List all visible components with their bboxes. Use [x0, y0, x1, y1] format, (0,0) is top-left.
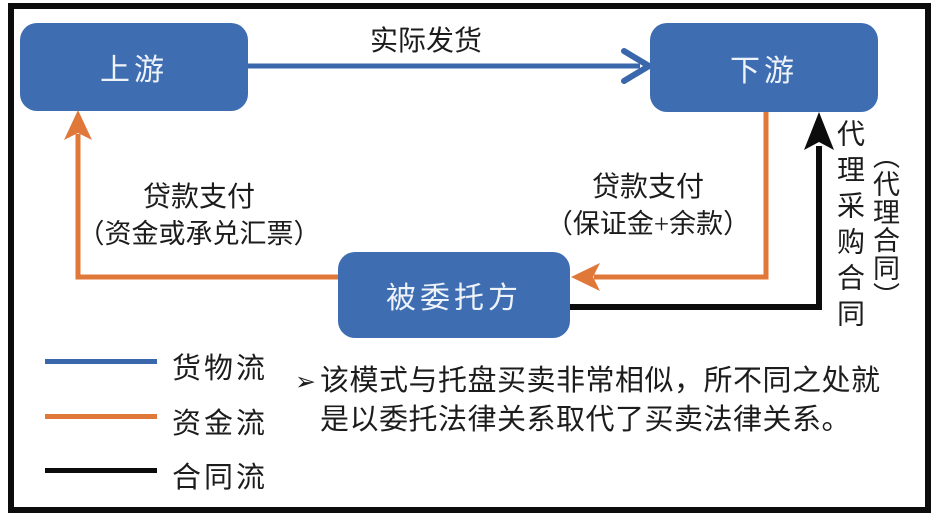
legend-funds-line-icon — [45, 414, 157, 419]
agency-contract-label-main: 代理采购合同 — [833, 119, 864, 335]
contract-flow-arrowhead-icon — [804, 112, 834, 150]
legend-goods-line-icon — [45, 359, 157, 364]
note-line2: 是以委托法律关系取代了买卖法律关系。 — [319, 404, 851, 436]
note-bullet-icon: ➢ — [295, 367, 316, 396]
diagram-frame — [8, 3, 931, 513]
legend-goods-label: 货物流 — [172, 353, 269, 385]
note-line1: 该模式与托盘买卖非常相似，所不同之处就 — [319, 365, 881, 397]
node-upstream-label: 上游 — [100, 54, 168, 87]
funds-to-upstream-line — [75, 134, 338, 280]
payment-to-entrusted-edge-label: 贷款支付 （保证金+余款） — [503, 170, 793, 242]
node-downstream: 下游 — [650, 23, 878, 112]
agency-contract-label-paren: （代理合同） — [869, 142, 899, 310]
node-downstream-label: 下游 — [730, 54, 798, 88]
contract-flow-line — [570, 146, 822, 310]
legend-funds-label: 资金流 — [172, 408, 269, 440]
note-block: ➢ 该模式与托盘买卖非常相似，所不同之处就 是以委托法律关系取代了买卖法律关系。 — [295, 362, 915, 440]
shipment-label-text: 实际发货 — [369, 26, 482, 57]
payment-to-entrusted-label-line2: （保证金+余款） — [545, 209, 751, 239]
funds-to-entrusted-arrowhead-icon — [571, 263, 600, 291]
payment-to-entrusted-label-line1: 贷款支付 — [591, 172, 704, 203]
node-upstream: 上游 — [20, 23, 248, 111]
legend-contract-line-icon — [45, 468, 157, 473]
funds-to-entrusted-line — [594, 112, 769, 280]
goods-flow-arrowhead-icon — [621, 48, 652, 84]
note-text: 该模式与托盘买卖非常相似，所不同之处就 是以委托法律关系取代了买卖法律关系。 — [320, 362, 881, 440]
payment-to-upstream-label-line2: （资金或承兑汇票） — [77, 219, 321, 249]
payment-to-upstream-label-line1: 贷款支付 — [142, 182, 255, 213]
payment-to-upstream-edge-label: 贷款支付 （资金或承兑汇票） — [55, 180, 343, 252]
node-entrusted: 被委托方 — [338, 252, 570, 338]
legend-contract-label: 合同流 — [172, 462, 269, 494]
node-entrusted-label: 被委托方 — [386, 282, 522, 315]
funds-to-upstream-arrowhead-icon — [64, 110, 92, 140]
shipment-edge-label: 实际发货 — [320, 24, 532, 60]
